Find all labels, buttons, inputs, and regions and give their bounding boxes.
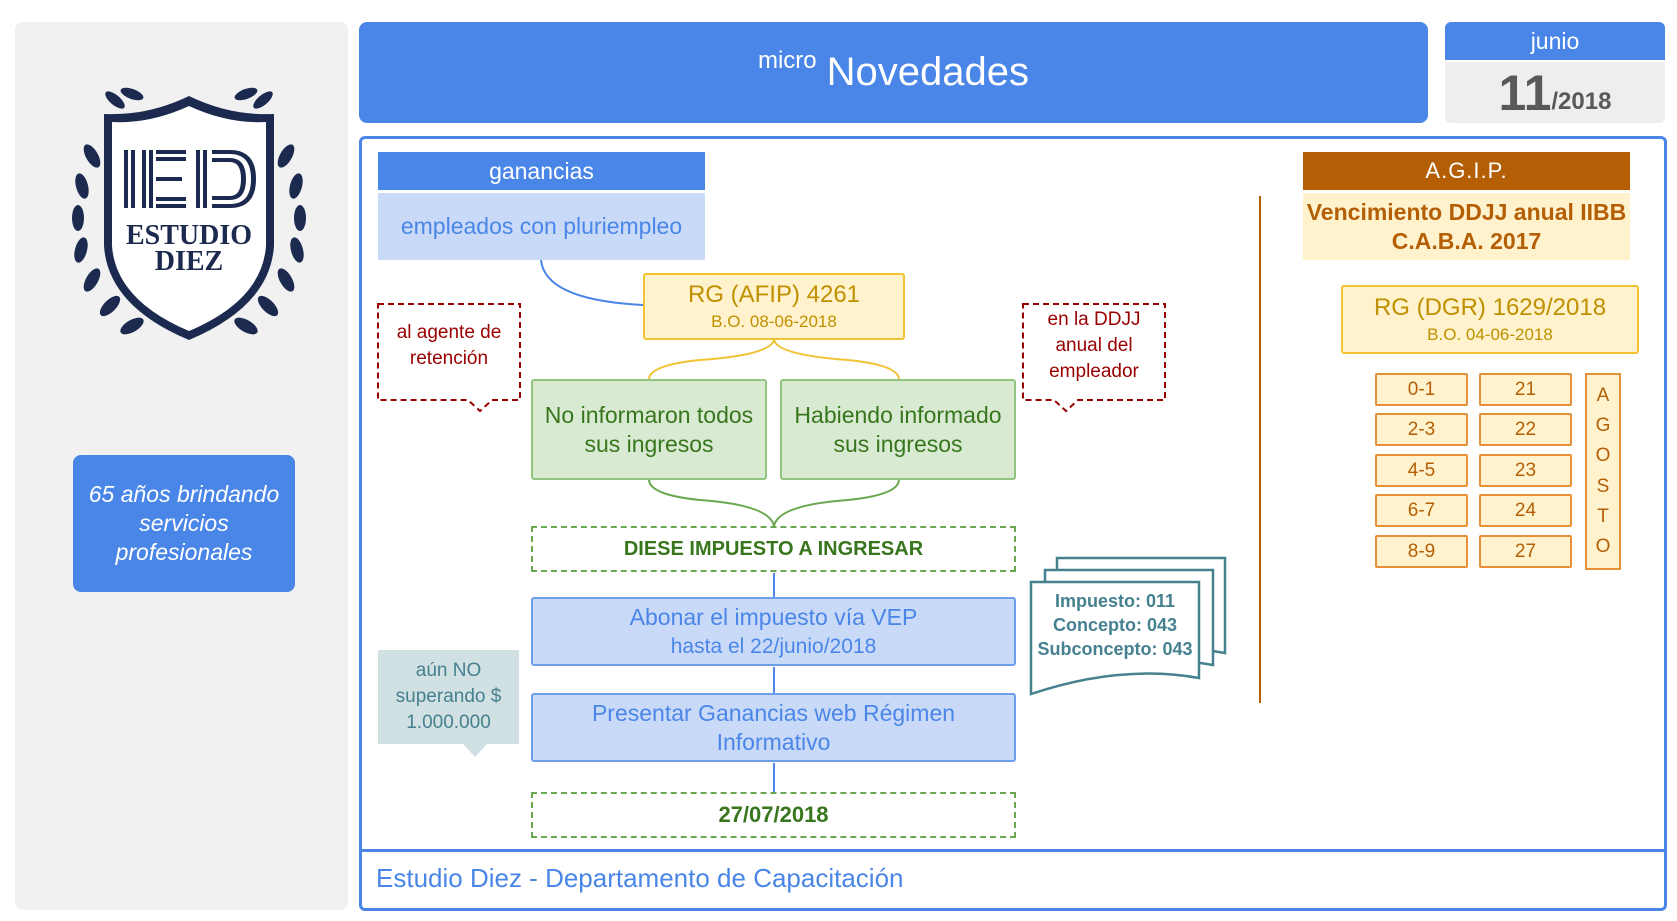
date-day: 11 <box>1498 64 1552 121</box>
step-abonar-deadline: hasta el 22/junio/2018 <box>670 635 877 658</box>
month-letter: T <box>1597 505 1609 527</box>
agip-subtitle: Vencimiento DDJJ anual IIBB C.A.B.A. 201… <box>1303 193 1630 260</box>
ganancias-header: ganancias <box>378 152 705 190</box>
month-vertical-label: A G O S T O <box>1585 373 1621 570</box>
agip-header: A.G.I.P. <box>1303 152 1630 190</box>
digits-cell: 8-9 <box>1375 535 1468 568</box>
callout-ddjj: en la DDJJ anual del empleador <box>1023 304 1165 400</box>
ganancias-subtitle: empleados con pluriempleo <box>378 193 705 260</box>
threshold-note: aún NO superando $ 1.000.000 <box>378 650 519 744</box>
month-letter: G <box>1595 415 1611 437</box>
day-cell: 27 <box>1479 535 1572 568</box>
result-box: DIESE IMPUESTO A INGRESAR <box>531 526 1016 572</box>
month-letter: O <box>1595 445 1611 467</box>
callout-agente-text: al agente de retención <box>396 322 502 369</box>
rg-afip-title: RG (AFIP) 4261 <box>687 281 861 308</box>
branch-habiendo-informado: Habiendo informado sus ingresos <box>780 379 1016 480</box>
rg-afip-box: RG (AFIP) 4261 B.O. 08-06-2018 <box>643 273 905 340</box>
callout-agente: al agente de retención <box>378 304 520 400</box>
day-cell: 23 <box>1479 454 1572 487</box>
final-deadline: 27/07/2018 <box>531 792 1016 838</box>
rg-dgr-title: RG (DGR) 1629/2018 <box>1373 294 1607 321</box>
tagline-badge: 65 años brindando servicios profesionale… <box>73 455 295 592</box>
page-header: micro Novedades <box>359 22 1428 123</box>
page-title: Novedades <box>826 50 1030 94</box>
vep-impuesto: Impuesto: 011 <box>1054 591 1176 611</box>
header-prefix: micro <box>757 46 817 74</box>
date-box: 11 /2018 <box>1445 62 1665 123</box>
day-cell: 21 <box>1479 373 1572 406</box>
date-year: /2018 <box>1551 87 1612 115</box>
date-month: junio <box>1445 22 1665 60</box>
month-letter: S <box>1596 475 1610 497</box>
logo-line2: DIEZ <box>155 246 223 277</box>
month-letter: A <box>1596 385 1610 407</box>
logo-line1: ESTUDIO <box>126 220 252 251</box>
footer-divider <box>359 849 1667 852</box>
rg-afip-bo: B.O. 08-06-2018 <box>711 312 837 331</box>
rg-dgr-bo: B.O. 04-06-2018 <box>1427 325 1553 344</box>
footer-text: Estudio Diez - Departamento de Capacitac… <box>376 862 904 893</box>
step-presentar-ganancias: Presentar Ganancias web Régimen Informat… <box>531 693 1016 762</box>
month-letter: O <box>1595 535 1611 557</box>
threshold-note-tail <box>462 743 488 757</box>
digits-cell: 2-3 <box>1375 413 1468 446</box>
vep-subconcepto: Subconcepto: 043 <box>1037 639 1193 659</box>
day-cell: 22 <box>1479 413 1572 446</box>
section-divider <box>1259 196 1261 703</box>
digits-cell: 6-7 <box>1375 494 1468 527</box>
branch-no-informaron: No informaron todos sus ingresos <box>531 379 767 480</box>
rg-dgr-box: RG (DGR) 1629/2018 B.O. 04-06-2018 <box>1341 285 1639 354</box>
digits-cell: 4-5 <box>1375 454 1468 487</box>
main-content-frame <box>359 136 1667 911</box>
day-cell: 24 <box>1479 494 1572 527</box>
estudio-diez-logo: ESTUDIO DIEZ <box>72 87 306 340</box>
vep-concepto: Concepto: 043 <box>1052 615 1178 635</box>
step-abonar-vep: Abonar el impuesto vía VEP hasta el 22/j… <box>531 597 1016 666</box>
vep-codes: Impuesto: 011 Concepto: 043 Subconcepto:… <box>1031 586 1199 664</box>
step-abonar-title: Abonar el impuesto vía VEP <box>629 604 918 630</box>
callout-ddjj-text: en la DDJJ anual del empleador <box>1047 309 1141 382</box>
digits-cell: 0-1 <box>1375 373 1468 406</box>
